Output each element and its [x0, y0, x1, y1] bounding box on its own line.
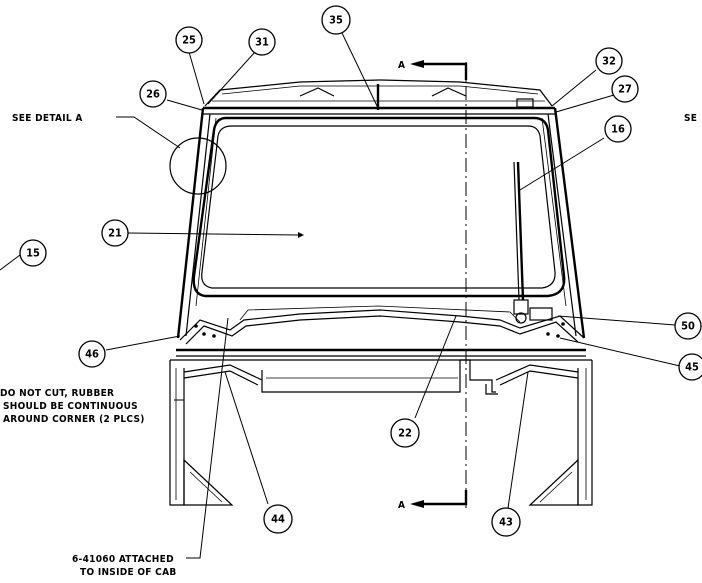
attach-note-line-2: TO INSIDE OF CAB	[80, 567, 177, 578]
svg-text:22: 22	[398, 427, 412, 440]
cab-outline	[169, 79, 593, 506]
rubber-note-line-3: AROUND CORNER (2 PLCS)	[3, 414, 145, 425]
balloon-45: 45	[678, 353, 702, 381]
balloon-25: 25	[175, 26, 203, 54]
see-detail-a-note: SEE DETAIL A	[12, 113, 83, 124]
rubber-note-line-2: SHOULD BE CONTINUOUS	[3, 401, 138, 412]
svg-text:15: 15	[26, 247, 40, 260]
leader-lines	[0, 32, 681, 559]
wiper-assembly	[513, 161, 553, 324]
svg-text:27: 27	[618, 83, 632, 96]
balloon-16: 16	[604, 115, 632, 143]
balloon-43: 43	[491, 507, 521, 537]
attach-note-line-1: 6-41060 ATTACHED	[72, 554, 174, 565]
drawing-notes: SEE DETAIL A SE DO NOT CUT, RUBBER SHOUL…	[0, 113, 697, 578]
balloon-31: 31	[248, 28, 276, 56]
svg-text:31: 31	[255, 36, 269, 49]
balloon-44: 44	[263, 504, 293, 534]
balloon-27: 27	[611, 75, 639, 103]
balloon-22: 22	[390, 418, 420, 448]
svg-text:46: 46	[85, 348, 99, 361]
balloon-35: 35	[321, 5, 351, 35]
svg-text:44: 44	[271, 513, 285, 526]
section-label-bottom: A	[398, 500, 405, 511]
svg-text:45: 45	[685, 361, 699, 374]
svg-text:43: 43	[499, 516, 513, 529]
balloon-50: 50	[674, 312, 702, 340]
balloon-21: 21	[101, 219, 129, 247]
balloon-46: 46	[78, 340, 106, 368]
svg-text:25: 25	[182, 34, 196, 47]
see-detail-right-clipped: SE	[684, 113, 697, 124]
svg-text:26: 26	[146, 88, 160, 101]
balloon-26: 26	[139, 80, 167, 108]
svg-text:32: 32	[602, 55, 616, 68]
callout-balloons: 15 25 31 26 35 32 27 16	[19, 5, 702, 537]
svg-text:16: 16	[611, 123, 625, 136]
svg-text:50: 50	[681, 320, 695, 333]
detail-a-circle	[169, 137, 227, 195]
svg-text:21: 21	[108, 227, 122, 240]
balloon-15: 15	[19, 239, 47, 267]
section-label-top: A	[398, 60, 405, 71]
balloon-32: 32	[595, 47, 623, 75]
section-line-a-a: A A	[398, 60, 468, 512]
svg-text:35: 35	[329, 14, 343, 27]
rubber-note-line-1: DO NOT CUT, RUBBER	[0, 388, 114, 399]
